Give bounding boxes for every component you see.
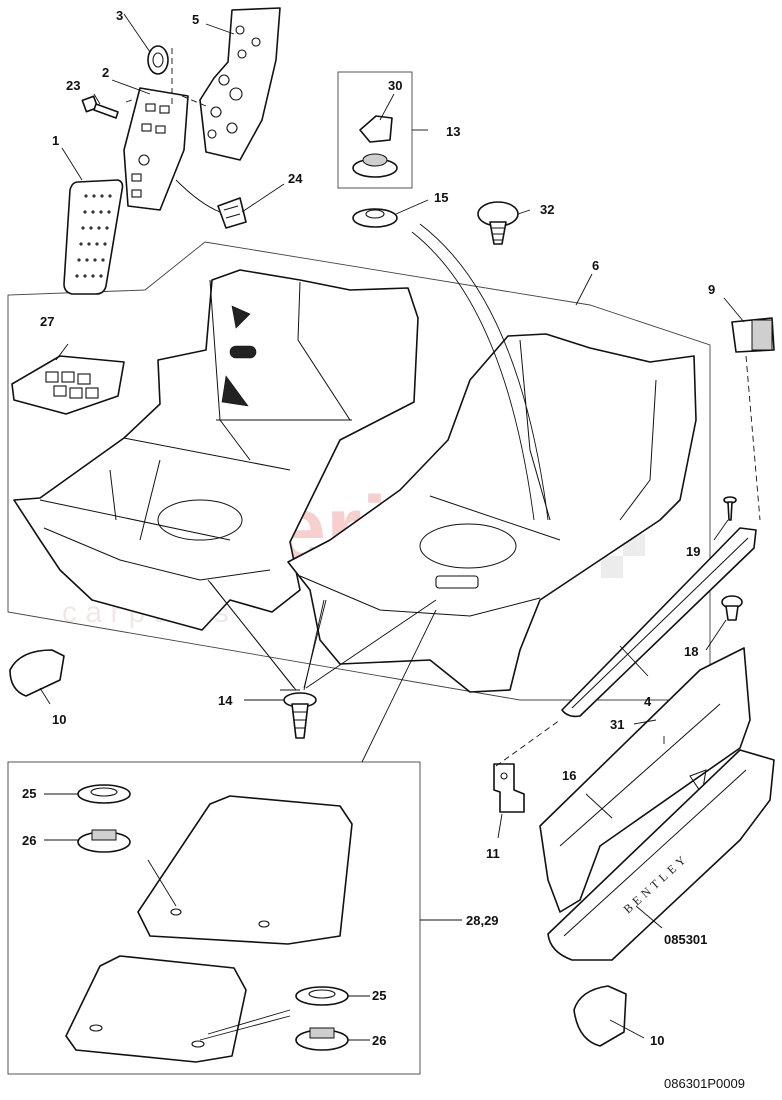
callout-16: 16 bbox=[562, 768, 576, 783]
push-pin bbox=[477, 201, 519, 245]
callout-19: 19 bbox=[686, 544, 700, 559]
push-rivet bbox=[283, 692, 317, 739]
grommet bbox=[147, 45, 169, 75]
callout-23: 23 bbox=[66, 78, 80, 93]
callout-30: 30 bbox=[388, 78, 402, 93]
screw bbox=[723, 496, 737, 521]
end-cap-right bbox=[573, 985, 627, 1047]
callout-5: 5 bbox=[192, 12, 199, 27]
pedal-pad bbox=[63, 179, 124, 295]
callout-labels: 1 2 3 5 23 24 30 13 15 32 6 9 27 19 18 4… bbox=[22, 8, 715, 1048]
right-floor-carpet bbox=[287, 333, 697, 693]
sill-clip bbox=[731, 317, 775, 353]
callout-26-lower: 26 bbox=[372, 1033, 386, 1048]
callout-26-upper: 26 bbox=[22, 833, 36, 848]
callout-27: 27 bbox=[40, 314, 54, 329]
mat-fastener-ring-lower bbox=[295, 986, 349, 1006]
cap-base bbox=[352, 153, 398, 178]
washer bbox=[352, 208, 398, 228]
footrest bbox=[199, 7, 281, 161]
callout-3: 3 bbox=[116, 8, 123, 23]
callout-24: 24 bbox=[288, 171, 303, 186]
callout-25-lower: 25 bbox=[372, 988, 386, 1003]
mat-fastener-clip-upper bbox=[77, 829, 131, 853]
sill-bracket bbox=[493, 763, 525, 813]
callout-10-right: 10 bbox=[650, 1033, 664, 1048]
leader-lines bbox=[39, 13, 761, 1041]
drawing-code: 086301P0009 bbox=[664, 1076, 745, 1091]
callout-1: 1 bbox=[52, 133, 59, 148]
floor-mat-lower bbox=[65, 955, 247, 1063]
callout-32: 32 bbox=[540, 202, 554, 217]
callout-18: 18 bbox=[684, 644, 698, 659]
floor-mat-group-box bbox=[7, 761, 421, 1075]
left-floor-carpet bbox=[13, 269, 419, 631]
callout-085301: 085301 bbox=[664, 932, 707, 947]
callout-10-left: 10 bbox=[52, 712, 66, 727]
bolt bbox=[81, 95, 119, 119]
callout-31: 31 bbox=[610, 717, 624, 732]
callout-11: 11 bbox=[486, 846, 500, 861]
sill-push-pin bbox=[721, 595, 743, 621]
callout-2: 2 bbox=[102, 65, 109, 80]
box-insert bbox=[11, 355, 125, 415]
callout-6: 6 bbox=[592, 258, 599, 273]
callout-15: 15 bbox=[434, 190, 448, 205]
sill-strip bbox=[561, 527, 757, 718]
end-cap-left bbox=[9, 649, 65, 697]
callout-28-29: 28,29 bbox=[466, 913, 499, 928]
cap bbox=[359, 115, 393, 143]
mat-fastener-ring-upper bbox=[77, 784, 131, 804]
sill-panel-bentley: BENTLEY bbox=[547, 749, 775, 961]
floor-mat-upper bbox=[137, 795, 353, 945]
pedal-bracket bbox=[123, 87, 189, 211]
callout-14: 14 bbox=[218, 693, 233, 708]
sill-trim-panel bbox=[539, 647, 751, 913]
mat-fastener-clip-lower bbox=[295, 1027, 349, 1051]
callout-9: 9 bbox=[708, 282, 715, 297]
clip bbox=[217, 197, 247, 229]
callout-25-upper: 25 bbox=[22, 786, 36, 801]
callout-4: 4 bbox=[644, 694, 652, 709]
callout-13: 13 bbox=[446, 124, 460, 139]
